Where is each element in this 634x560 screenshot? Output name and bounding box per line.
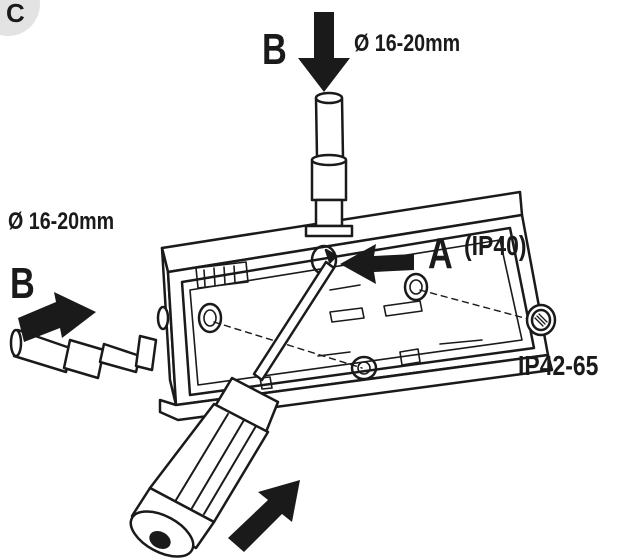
arrow-a-icon [340, 244, 414, 284]
label-ip42-65: IP42-65 [518, 350, 599, 381]
terminal-block [195, 261, 249, 289]
arrow-top-icon [298, 12, 350, 92]
left-conduit [9, 328, 158, 380]
top-conduit [304, 91, 354, 238]
label-diameter-left: Ø 16-20mm [8, 208, 115, 235]
label-diameter-top: Ø 16-20mm [354, 30, 461, 57]
arrow-left-icon [18, 292, 96, 342]
label-b-left: B [10, 259, 35, 308]
knockout-holes [197, 244, 429, 381]
junction-box [156, 190, 554, 422]
label-ip40: (IP40) [464, 230, 527, 261]
blanking-plug-icon [525, 303, 557, 337]
screwdriver-icon [129, 248, 338, 558]
label-b-top: B [262, 25, 287, 74]
interior-ribs [259, 284, 483, 390]
arrow-bottom-icon [228, 480, 300, 552]
step-letter: C [6, 0, 25, 28]
label-a: A [428, 229, 453, 278]
